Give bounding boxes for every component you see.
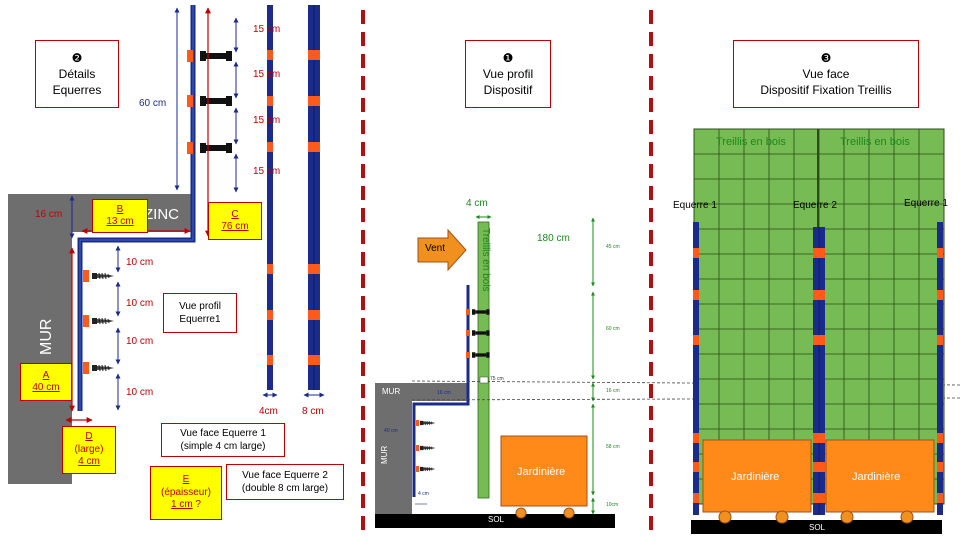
profile-small-16: 16 cm xyxy=(606,388,620,394)
vue-profil-line2: Equerre1 xyxy=(179,314,221,325)
face-jardiniere-1 xyxy=(702,439,812,513)
vent-label: Vent xyxy=(425,243,446,254)
profile-title-box: ❶ Vue profil Dispositif xyxy=(465,40,551,108)
face-jardiniere-2 xyxy=(825,439,935,513)
profile-small-75: 75 cm xyxy=(490,376,504,382)
box-d-letter: D xyxy=(85,431,93,443)
mur-label: MUR xyxy=(38,318,55,355)
details-title-line2: Equerres xyxy=(52,83,102,98)
dim-15-a: 15 cm xyxy=(253,24,281,35)
box-c-value: 76 cm xyxy=(221,221,249,232)
face-title-box: ❸ Vue face Dispositif Fixation Treillis xyxy=(733,40,919,108)
box-a: A 40 cm xyxy=(20,363,72,401)
dim-15-c: 15 cm xyxy=(253,115,281,126)
profile-title-line1: Vue profil xyxy=(482,66,534,81)
wind-arrow xyxy=(417,228,467,272)
box-e-line2: (épaisseur) xyxy=(160,486,212,498)
profile-small-4: 4 cm xyxy=(418,491,429,497)
profile-ground xyxy=(375,514,615,528)
box-d: D (large) 4 cm xyxy=(62,426,116,474)
equerre1-face xyxy=(267,5,273,390)
dim-10-b: 10 cm xyxy=(126,298,154,309)
dim-15-b: 15 cm xyxy=(253,69,281,80)
box-a-value: 40 cm xyxy=(32,382,60,393)
dim-16: 16 cm xyxy=(35,209,63,220)
details-title-line1: Détails xyxy=(58,66,96,81)
dim-10-c: 10 cm xyxy=(126,336,154,347)
zinc-label: ZINC xyxy=(144,206,179,223)
profile-small-58: 58 cm xyxy=(606,444,620,450)
profile-small-16b: 16 cm xyxy=(437,390,451,396)
face-equerre-2-label: Equerre 2 xyxy=(793,200,837,211)
dim-10-d: 10 cm xyxy=(126,387,154,398)
profile-small-45: 45 cm xyxy=(606,244,620,250)
face-title-line1: Vue face xyxy=(802,66,850,81)
face-equerre-3-label: Equerre 1 xyxy=(904,198,948,209)
face-treillis-2: Treillis en bois xyxy=(840,136,910,148)
vue-face1-box: Vue face Equerre 1 (simple 4 cm large) xyxy=(161,423,285,457)
profile-wall xyxy=(375,383,412,514)
box-c: C 76 cm xyxy=(208,202,262,240)
profile-small-40: 40 cm xyxy=(384,428,398,434)
vue-face2-box: Vue face Equerre 2 (double 8 cm large) xyxy=(226,464,344,500)
profile-number: ❶ xyxy=(502,50,514,65)
face-jardiniere-2-label: Jardinière xyxy=(852,471,901,483)
box-d-value: 4 cm xyxy=(78,456,100,468)
box-c-letter: C xyxy=(231,208,239,220)
dim-10-a: 10 cm xyxy=(126,257,154,268)
profile-small-60: 60 cm xyxy=(606,326,620,332)
vue-profil-line1: Vue profil xyxy=(179,300,221,312)
box-d-line2: (large) xyxy=(74,443,104,455)
box-b-letter: B xyxy=(116,203,124,215)
vue-face2-line1: Vue face Equerre 2 xyxy=(242,469,328,481)
width-8: 8 cm xyxy=(302,406,324,417)
face-ground xyxy=(691,520,942,534)
box-b: B 13 cm xyxy=(92,199,148,233)
width-4: 4cm xyxy=(259,406,278,417)
profile-title-line2: Dispositif xyxy=(483,83,533,98)
profile-small-10: 10cm xyxy=(606,502,619,508)
face-equerre-3 xyxy=(937,222,943,515)
box-a-letter: A xyxy=(42,369,50,381)
face-equerre-1 xyxy=(693,222,699,515)
dim-15-d: 15 cm xyxy=(253,166,281,177)
details-title-box: ❷ Détails Equerres xyxy=(35,40,119,108)
face-title-line2: Dispositif Fixation Treillis xyxy=(760,83,892,98)
vue-face1-line2: (simple 4 cm large) xyxy=(180,441,266,452)
profile-mur-side: MUR xyxy=(380,445,389,464)
profile-dim-180: 180 cm xyxy=(537,233,570,244)
profile-jardiniere xyxy=(500,435,588,507)
profile-treillis-label: Treillis en bois xyxy=(480,228,491,292)
details-number: ❷ xyxy=(71,50,83,65)
face-equerre-1-label: Equerre 1 xyxy=(673,200,717,211)
vue-profil-box: Vue profil Equerre1 xyxy=(163,293,237,333)
wall-block xyxy=(8,194,72,484)
face-number: ❸ xyxy=(820,50,832,65)
box-e: E (épaisseur) 1 cm ? xyxy=(150,466,222,520)
face-sol-label: SOL xyxy=(809,523,826,532)
profile-mur-top: MUR xyxy=(382,387,401,396)
box-b-value: 13 cm xyxy=(106,216,134,227)
profile-trellis xyxy=(477,221,490,499)
dim-60: 60 cm xyxy=(139,98,167,109)
box-e-value: 1 cm xyxy=(170,499,193,511)
face-treillis-1: Treillis en bois xyxy=(716,136,786,148)
face-jardiniere-1-label: Jardinière xyxy=(731,471,780,483)
vue-face2-line2: (double 8 cm large) xyxy=(241,483,329,494)
vue-face1-line1: Vue face Equerre 1 xyxy=(180,427,266,439)
profile-jardiniere-label: Jardinière xyxy=(517,466,566,478)
box-e-suffix: ? xyxy=(192,499,201,511)
box-e-letter: E xyxy=(182,474,190,486)
profile-dim-4: 4 cm xyxy=(466,198,488,209)
profile-sol-label: SOL xyxy=(488,515,505,524)
